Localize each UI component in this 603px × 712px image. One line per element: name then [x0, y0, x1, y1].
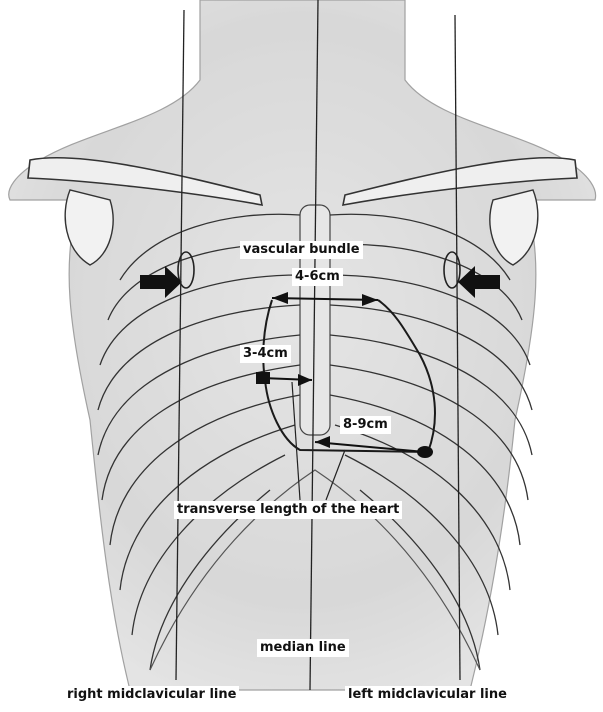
- vascular-width-label: 4-6cm: [292, 268, 343, 286]
- right-distance-label: 3-4cm: [240, 345, 291, 363]
- left-distance-label: 8-9cm: [340, 416, 391, 434]
- transverse-length-label: transverse length of the heart: [174, 501, 402, 519]
- median-line-label: median line: [257, 639, 349, 657]
- right-distance-dot: [256, 372, 270, 384]
- right-midclavicular-label: right midclavicular line: [64, 686, 239, 704]
- vascular-bundle-label: vascular bundle: [240, 241, 363, 259]
- left-midclavicular-label: left midclavicular line: [345, 686, 510, 704]
- left-distance-dot: [417, 446, 433, 458]
